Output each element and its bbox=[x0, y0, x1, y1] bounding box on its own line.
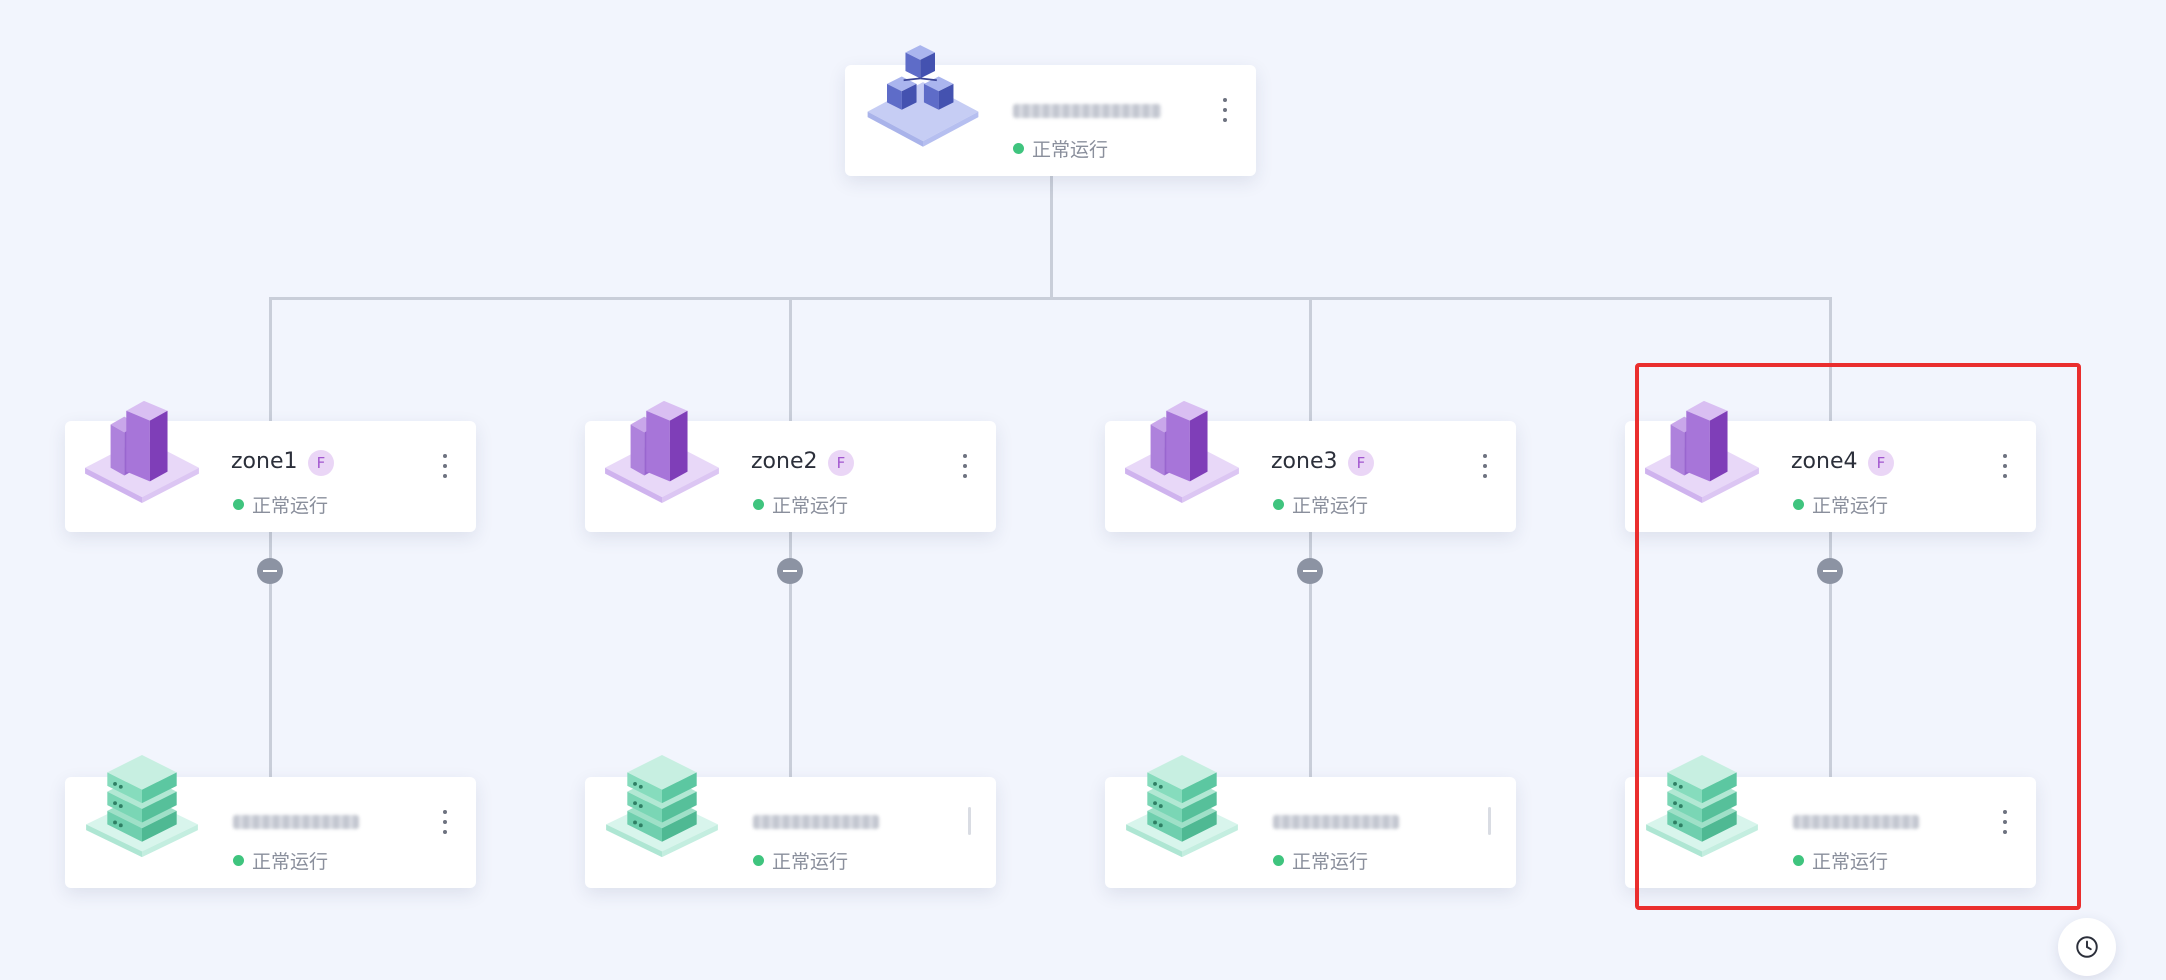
zone4-connector bbox=[1829, 297, 1832, 422]
host-status: 正常运行 bbox=[1273, 847, 1368, 874]
zone-type-badge: F bbox=[1868, 450, 1894, 476]
zone3-collapse-icon[interactable] bbox=[1297, 558, 1323, 584]
server-stack-icon bbox=[606, 755, 718, 858]
zone-card-zone2[interactable]: zone2 F 正常运行 bbox=[585, 400, 996, 532]
zone-name: zone2 bbox=[751, 449, 818, 474]
zone-name: zone3 bbox=[1271, 449, 1338, 474]
zone1-connector bbox=[269, 297, 272, 422]
clock-icon bbox=[2076, 936, 2098, 958]
zone-type-badge: F bbox=[308, 450, 334, 476]
zone3-host-connector bbox=[1309, 532, 1312, 777]
building-icon bbox=[605, 400, 719, 504]
host-card-edge-handle bbox=[968, 807, 971, 835]
zone4-highlight-frame bbox=[1635, 363, 2081, 910]
zone-card-zone4[interactable]: zone4 F 正常运行 bbox=[1625, 400, 2036, 532]
zone3-connector bbox=[1309, 297, 1312, 422]
root-connector bbox=[1050, 176, 1053, 298]
status-ok-dot bbox=[1273, 855, 1284, 866]
zone2-connector bbox=[789, 297, 792, 422]
status-ok-dot bbox=[1013, 143, 1024, 154]
host4-more-button[interactable] bbox=[1995, 807, 2015, 837]
zone4-collapse-icon[interactable] bbox=[1817, 558, 1843, 584]
zone-type-badge: F bbox=[828, 450, 854, 476]
zone-status: 正常运行 bbox=[753, 491, 848, 518]
zone-card-zone1[interactable]: zone1 F 正常运行 bbox=[65, 400, 476, 532]
zone-status: 正常运行 bbox=[233, 491, 328, 518]
zone-type-badge: F bbox=[1348, 450, 1374, 476]
status-ok-dot bbox=[1793, 499, 1804, 510]
cluster-cubes-icon bbox=[867, 45, 979, 147]
status-ok-dot bbox=[753, 499, 764, 510]
zone2-more-button[interactable] bbox=[955, 451, 975, 481]
host-name-redacted bbox=[233, 815, 359, 829]
zone1-more-button[interactable] bbox=[435, 451, 455, 481]
zone2-collapse-icon[interactable] bbox=[777, 558, 803, 584]
host-card-edge-handle bbox=[1488, 807, 1491, 835]
building-icon bbox=[85, 400, 199, 504]
host-name-redacted bbox=[753, 815, 879, 829]
host-name-redacted bbox=[1273, 815, 1399, 829]
zone2-host-connector bbox=[789, 532, 792, 777]
building-icon bbox=[1125, 400, 1239, 504]
zone-status: 正常运行 bbox=[1793, 491, 1888, 518]
host-card-1[interactable]: 正常运行 bbox=[65, 755, 476, 888]
root-cluster-name-redacted bbox=[1013, 104, 1161, 118]
host-status: 正常运行 bbox=[233, 847, 328, 874]
history-button[interactable] bbox=[2058, 918, 2116, 976]
status-ok-dot bbox=[1793, 855, 1804, 866]
host-card-3[interactable]: 正常运行 bbox=[1105, 755, 1516, 888]
zone3-more-button[interactable] bbox=[1475, 451, 1495, 481]
host-card-4[interactable]: 正常运行 bbox=[1625, 755, 2036, 888]
zone-name: zone4 bbox=[1791, 449, 1858, 474]
host-card-2[interactable]: 正常运行 bbox=[585, 755, 996, 888]
host-status: 正常运行 bbox=[1793, 847, 1888, 874]
host-name-redacted bbox=[1793, 815, 1919, 829]
zone-name: zone1 bbox=[231, 449, 298, 474]
server-stack-icon bbox=[1126, 755, 1238, 858]
zone4-more-button[interactable] bbox=[1995, 451, 2015, 481]
status-ok-dot bbox=[753, 855, 764, 866]
root-cluster-card[interactable]: 正常运行 bbox=[845, 45, 1256, 176]
zone1-host-connector bbox=[269, 532, 272, 777]
status-ok-dot bbox=[1273, 499, 1284, 510]
zone4-host-connector bbox=[1829, 532, 1832, 777]
host1-more-button[interactable] bbox=[435, 807, 455, 837]
server-stack-icon bbox=[1646, 755, 1758, 858]
building-icon bbox=[1645, 400, 1759, 504]
host-status: 正常运行 bbox=[753, 847, 848, 874]
root-more-button[interactable] bbox=[1215, 95, 1235, 125]
status-ok-dot bbox=[233, 499, 244, 510]
zone-status: 正常运行 bbox=[1273, 491, 1368, 518]
zone1-collapse-icon[interactable] bbox=[257, 558, 283, 584]
root-status: 正常运行 bbox=[1013, 135, 1108, 162]
status-ok-dot bbox=[233, 855, 244, 866]
branch-bus bbox=[269, 297, 1832, 300]
zone-card-zone3[interactable]: zone3 F 正常运行 bbox=[1105, 400, 1516, 532]
server-stack-icon bbox=[86, 755, 198, 858]
